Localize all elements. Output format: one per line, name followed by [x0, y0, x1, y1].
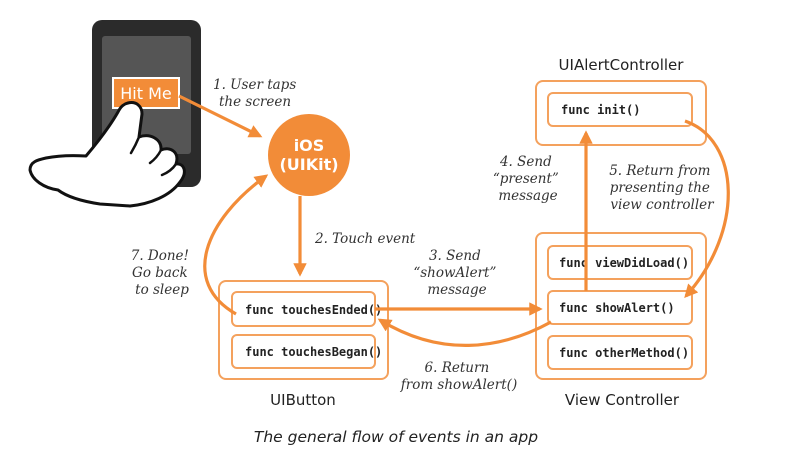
hit-me-button[interactable]: Hit Me	[112, 77, 180, 109]
touches-ended-label: func touchesEnded()	[245, 303, 382, 317]
hand-icon	[28, 101, 186, 208]
step3-label: 3. Send “showAlert” message	[413, 248, 500, 298]
view-controller-group: func viewDidLoad() func showAlert() func…	[535, 232, 707, 409]
other-method-label: func otherMethod()	[559, 346, 689, 360]
arrow-user-tap	[178, 94, 263, 138]
uibutton-title: UIButton	[270, 391, 336, 409]
step2-label: 2. Touch event	[314, 231, 416, 247]
alert-controller-group: UIAlertController func init()	[535, 56, 707, 146]
uikit-label: (UIKit)	[279, 155, 338, 174]
ios-uikit-node: iOS (UIKit)	[268, 114, 350, 196]
view-did-load-label: func viewDidLoad()	[559, 256, 689, 270]
hand-finger-lines	[129, 135, 178, 177]
arrow-return-from-show-alert	[377, 318, 552, 347]
view-did-load-method	[547, 245, 693, 280]
init-method	[547, 92, 693, 127]
show-alert-method	[547, 290, 693, 325]
view-controller-title: View Controller	[565, 391, 680, 409]
alert-controller-title: UIAlertController	[559, 56, 685, 74]
arrow-done-sleep	[203, 174, 269, 316]
diagram-caption: The general flow of events in an app	[254, 428, 538, 446]
step5-label: 5. Return from presenting the view contr…	[609, 163, 715, 213]
init-label: func init()	[561, 103, 640, 117]
show-alert-label: func showAlert()	[559, 301, 675, 315]
step4-label: 4. Send “present” message	[493, 154, 563, 204]
step1-label: 1. User taps the screen	[213, 77, 301, 110]
uibutton-group: func touchesEnded() func touchesBegan() …	[218, 280, 389, 409]
ios-label: iOS	[294, 136, 325, 155]
step6-label: 6. Return from showAlert()	[400, 360, 517, 393]
touches-began-method	[231, 334, 376, 369]
other-method-method	[547, 335, 693, 370]
step7-label: 7. Done! Go back to sleep	[131, 248, 194, 298]
touches-began-label: func touchesBegan()	[245, 345, 382, 359]
arrow-return-from-present	[684, 119, 730, 299]
hit-me-label: Hit Me	[120, 84, 171, 103]
